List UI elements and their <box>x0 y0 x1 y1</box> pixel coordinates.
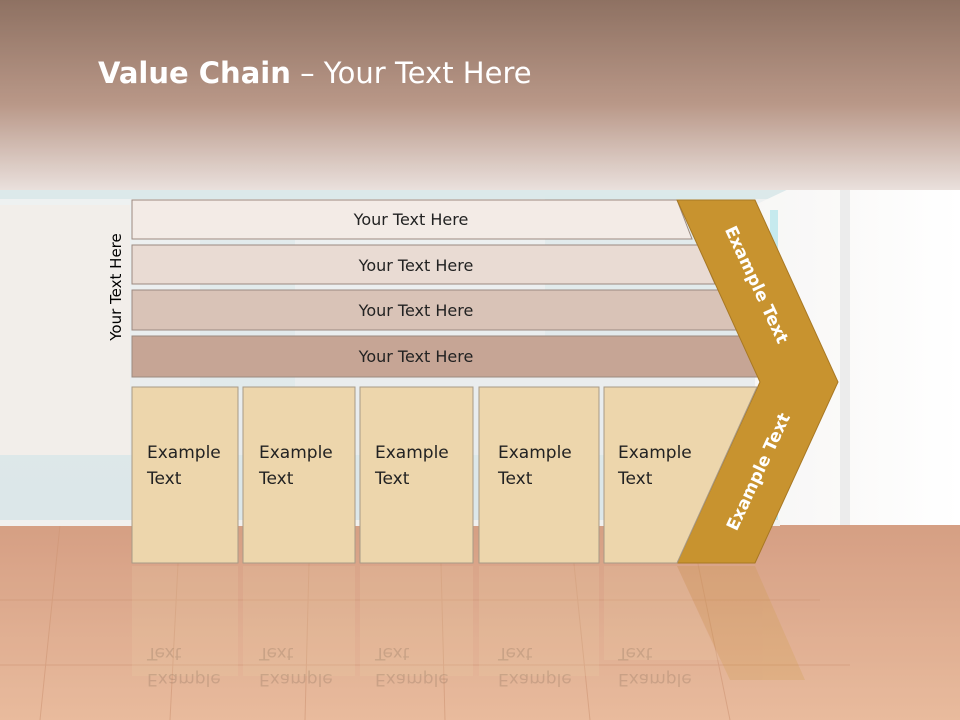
box-reflection-1: Example Text <box>147 640 221 692</box>
box-text-3-line2: Text <box>375 469 410 489</box>
activity-box-1 <box>131 386 239 564</box>
box-reflection-2-line1: Example <box>259 669 333 689</box>
box-text-2-line2: Text <box>259 469 294 489</box>
box-text-3-line1: Example <box>375 443 449 463</box>
box-text-3: Example Text <box>375 440 449 492</box>
side-label-text: Your Text Here <box>107 233 125 341</box>
box-reflection-5: Example Text <box>618 640 692 692</box>
activity-box-3 <box>359 386 474 564</box>
margin-chevron <box>676 199 839 564</box>
box-reflection-1-line1: Example <box>147 669 221 689</box>
box-text-1-line2: Text <box>147 469 182 489</box>
activity-box-2 <box>242 386 356 564</box>
activity-box-4 <box>478 386 600 564</box>
row-text-1: Your Text Here <box>353 209 469 229</box>
box-text-4: Example Text <box>498 440 572 492</box>
box-text-5: Example Text <box>618 440 692 492</box>
activity-box-5 <box>603 386 758 564</box>
box-reflection-2-line2: Text <box>259 643 294 663</box>
box-text-5-line1: Example <box>618 443 692 463</box>
row-text-4: Your Text Here <box>358 346 474 366</box>
floor-reflection <box>132 566 805 680</box>
box-reflection-1-line2: Text <box>147 643 182 663</box>
box-reflection-2: Example Text <box>259 640 333 692</box>
box-reflection-3-line2: Text <box>375 643 410 663</box>
box-text-1: Example Text <box>147 440 221 492</box>
box-text-1-line1: Example <box>147 443 221 463</box>
box-reflection-5-line1: Example <box>618 669 692 689</box>
row-text-3: Your Text Here <box>358 300 474 320</box>
box-reflection-4-line2: Text <box>498 643 533 663</box>
box-reflection-5-line2: Text <box>618 643 653 663</box>
box-text-5-line2: Text <box>618 469 653 489</box>
box-text-4-line2: Text <box>498 469 533 489</box>
box-reflection-4-line1: Example <box>498 669 572 689</box>
row-bar-1 <box>131 199 693 240</box>
box-reflection-3: Example Text <box>375 640 449 692</box>
box-text-2: Example Text <box>259 440 333 492</box>
title-rest: – Your Text Here <box>290 56 532 90</box>
box-text-2-line1: Example <box>259 443 333 463</box>
title-bold: Value Chain <box>98 56 291 90</box>
box-reflection-4: Example Text <box>498 640 572 692</box>
row-text-2: Your Text Here <box>358 255 474 275</box>
box-text-4-line1: Example <box>498 443 572 463</box>
slide-title: Value Chain – Your Text Here <box>98 56 532 90</box>
box-reflection-3-line1: Example <box>375 669 449 689</box>
